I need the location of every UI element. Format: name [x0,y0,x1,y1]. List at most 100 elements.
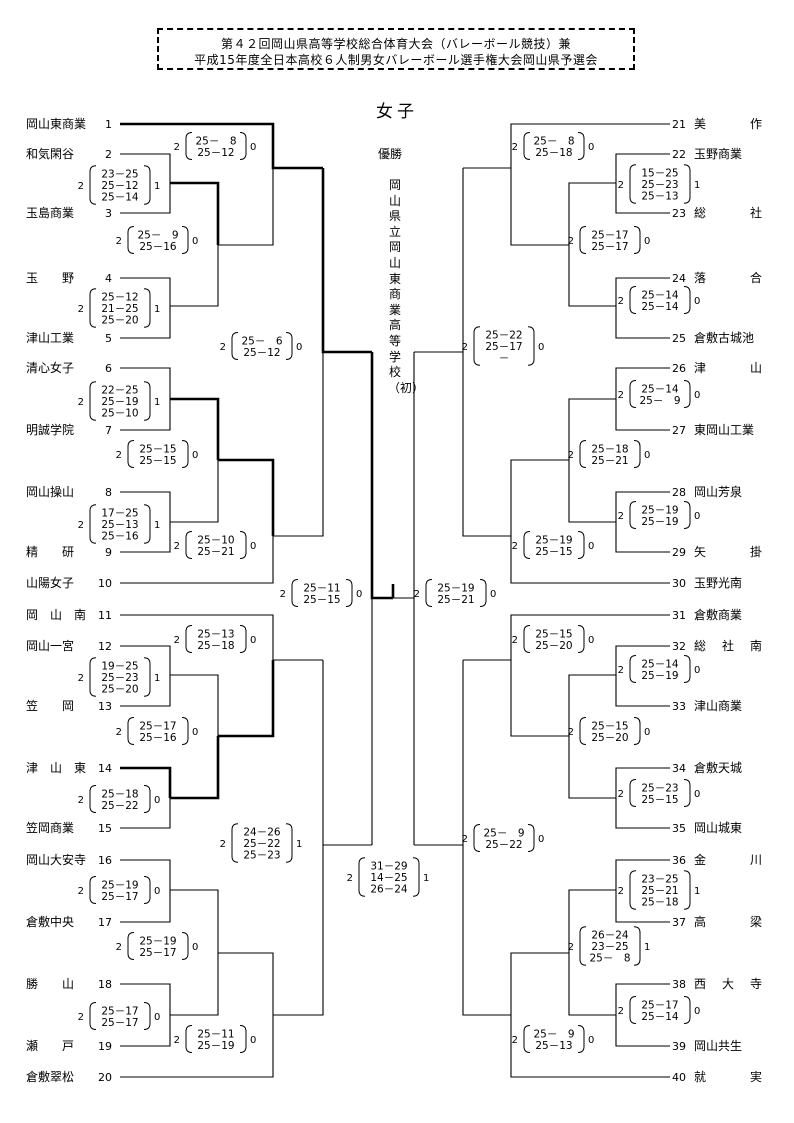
score-bracket [89,288,97,328]
team-name: 瀬 戸 [26,1039,74,1053]
team-seed: 22 [672,148,686,161]
set-score: 25－15 [641,794,678,806]
bracket-line [615,183,670,214]
score-bracket [579,226,587,254]
team-name: 岡山操山 [26,484,74,499]
set-score: 25－17 [139,720,176,732]
match-wins: 2 [414,589,420,600]
match-wins: 2 [347,873,353,884]
title-line-1: 第４２回岡山県高等学校総合体育大会（バレーボール競技）兼 [220,37,571,51]
set-score: 23－25 [641,874,678,886]
score-bracket [239,132,247,160]
bracket-line [120,153,171,183]
score-bracket [412,857,420,897]
bracket-line [170,460,219,523]
match-wins: 2 [116,942,122,953]
score-bracket [89,657,97,697]
team-name: 美作 [694,117,762,131]
score-bracket [577,1025,585,1053]
set-score: 25－20 [101,684,138,696]
match-losses: 0 [694,511,700,522]
set-score: 25－17 [101,1005,138,1017]
match-losses: 0 [296,342,302,353]
match-wins: 2 [512,142,518,153]
score-bracket [291,579,299,607]
set-score: 25－17 [101,891,138,903]
team-seed: 13 [98,700,112,713]
score-bracket [239,531,247,559]
team-seed: 11 [98,609,112,622]
score-bracket [479,579,487,607]
match-wins: 2 [78,520,84,531]
team-name: 津山工業 [26,331,74,345]
set-score: 25－11 [303,582,340,594]
set-score: 23－25 [101,169,138,181]
score-bracket [285,823,293,863]
team-seed: 20 [98,1071,112,1084]
score-bracket [633,717,641,745]
bracket-line [170,736,220,800]
team-seed: 27 [672,424,686,437]
set-score: 25－11 [197,1028,234,1040]
score-bracket [683,501,691,529]
bracket-line [510,459,569,536]
set-score: 25－15 [591,720,628,732]
team-name: 津山 [694,361,762,375]
set-score: 25－19 [101,879,138,891]
bracket-line [568,398,616,460]
bracket-line [510,952,569,1015]
bracket-line [218,458,275,536]
score-bracket [683,655,691,683]
score-bracket [89,165,97,205]
set-score: 25－10 [197,534,234,546]
team-seed: 9 [105,546,112,559]
bracket-line [120,890,171,923]
match-wins: 2 [512,635,518,646]
set-score: 22－25 [101,385,138,397]
set-score: 25－15 [535,546,572,558]
match-losses: 0 [192,450,198,461]
set-score: 25－12 [101,180,138,192]
bracket-line [568,953,616,1016]
score-bracket [683,286,691,314]
team-name: 玉島商業 [26,205,74,220]
match-losses: 0 [644,236,650,247]
set-score: 25－15 [535,628,572,640]
team-name: 岡山共生 [694,1039,742,1053]
match-losses: 0 [538,834,544,845]
team-seed: 10 [98,577,112,590]
team-name: 倉敷中央 [26,914,74,929]
match-losses: 0 [694,1006,700,1017]
set-score: 25－14 [641,289,679,301]
match-losses: 0 [588,1035,594,1046]
team-seed: 18 [98,978,112,991]
team-name: 玉野商業 [694,146,742,161]
score-bracket [473,824,481,852]
bracket-line [615,983,670,1015]
score-bracket [89,1002,97,1030]
set-score: 25－18 [591,443,628,455]
score-bracket [89,381,97,421]
match-wins: 2 [512,1035,518,1046]
match-wins: 2 [174,541,180,552]
score-bracket [127,932,135,960]
bracket-line [120,983,171,1015]
set-score: 25－ 6 [241,335,282,347]
score-bracket [523,1025,531,1053]
bracket-line [120,536,274,584]
team-seed: 38 [672,978,686,991]
bracket-line [615,367,670,399]
match-losses: 0 [192,727,198,738]
bracket-line [462,845,511,1016]
match-wins: 2 [512,541,518,552]
match-wins: 2 [568,727,574,738]
set-score: 25－13 [535,1040,572,1052]
set-score: 25－19 [641,516,678,528]
bracket-line [615,645,670,675]
match-wins: 2 [220,342,226,353]
match-losses: 1 [694,180,700,191]
match-wins: 2 [78,673,84,684]
match-losses: 0 [644,450,650,461]
set-score: 25－14 [641,1011,679,1023]
team-name: 岡山城東 [694,821,742,835]
